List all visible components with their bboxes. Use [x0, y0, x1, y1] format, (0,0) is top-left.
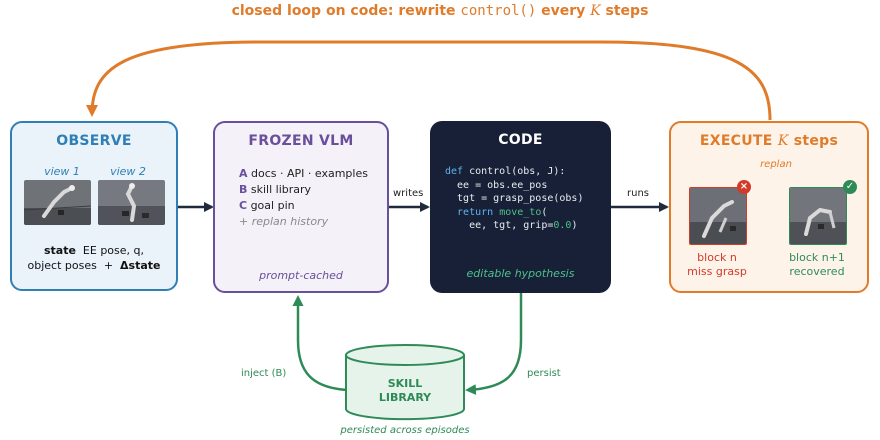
view-2-label: view 2	[110, 165, 146, 178]
code-keyword: def	[445, 166, 464, 177]
vlm-footer: prompt-cached	[259, 269, 343, 282]
code-text: tgt = grasp_pose(obs)	[445, 193, 584, 204]
execute-box: EXECUTE K steps replan × ✓ block n miss …	[669, 121, 869, 293]
view-2-image	[98, 180, 165, 225]
vlm-item-c-text: goal pin	[250, 199, 295, 212]
skill-library-caption: persisted across episodes	[340, 425, 470, 436]
vlm-item-a-text: docs · API · examples	[251, 167, 368, 180]
skill-library-line-1: SKILL	[387, 377, 423, 390]
fail-label-2: miss grasp	[687, 265, 747, 278]
state-label: state	[43, 244, 76, 257]
loop-title-mid: every	[536, 3, 591, 19]
skill-library-line-2: LIBRARY	[378, 391, 432, 404]
code-footer: editable hypothesis	[466, 267, 575, 280]
view-1-label: view 1	[44, 165, 80, 178]
state-ee-pose: EE pose, q,	[82, 244, 145, 257]
loop-title-suffix: steps	[600, 3, 649, 19]
delta-state: Δstate	[120, 259, 161, 272]
state-line-2: object poses + Δstate	[12, 259, 176, 272]
code-box: CODE def control(obs, J): ee = obs.ee_po…	[430, 121, 611, 293]
success-badge: ✓	[843, 180, 857, 194]
code-keyword: return	[445, 206, 494, 218]
code-text: ee, tgt, grip=	[445, 220, 554, 231]
code-text: )	[571, 220, 578, 231]
vlm-item-b-letter: B	[239, 183, 248, 196]
view-1-image	[24, 180, 91, 225]
vlm-item-b-text: skill library	[250, 183, 312, 196]
success-label-2: recovered	[789, 265, 845, 278]
code-function: move_to	[493, 206, 542, 218]
execute-title-var: K	[777, 133, 789, 149]
persist-label: persist	[527, 368, 561, 379]
loop-title-var: K	[590, 3, 601, 19]
observe-title: OBSERVE	[56, 133, 132, 149]
vlm-title: FROZEN VLM	[248, 133, 354, 149]
object-poses: object poses	[27, 259, 97, 272]
code-line-2: ee = obs.ee_pos	[445, 179, 583, 193]
fail-frame-image	[689, 187, 747, 245]
vlm-item-a-letter: A	[239, 167, 248, 180]
success-label-1: block n+1	[789, 251, 845, 264]
code-text: ee = obs.ee_pos	[445, 179, 548, 191]
code-line-1: def control(obs, J):	[445, 165, 583, 179]
loop-title: closed loop on code: rewrite control() e…	[0, 3, 880, 19]
plus-sign: +	[103, 259, 114, 272]
code-text: control(obs, J):	[463, 166, 566, 177]
code-text: (	[541, 206, 548, 218]
skill-library-cylinder	[345, 344, 465, 421]
code-title: CODE	[498, 132, 543, 148]
persist-arrow	[465, 293, 523, 396]
state-line-1: state EE pose, q,	[12, 244, 176, 257]
vlm-replan-history: + replan history	[239, 215, 329, 228]
execute-title-prefix: EXECUTE	[699, 133, 778, 149]
code-line-4: return move_to(	[445, 206, 583, 220]
code-block: def control(obs, J): ee = obs.ee_pos tgt…	[445, 165, 583, 233]
fail-badge: ×	[737, 180, 751, 194]
replan-label: replan	[760, 159, 792, 170]
fail-label-1: block n	[697, 251, 737, 264]
vlm-item-a: A docs · API · examples	[239, 167, 368, 180]
inject-label: inject (B)	[241, 368, 287, 379]
loop-title-prefix: closed loop on code: rewrite	[231, 3, 461, 19]
vlm-item-b: B skill library	[239, 183, 311, 196]
writes-label: writes	[393, 188, 424, 199]
vlm-item-c: C goal pin	[239, 199, 295, 212]
code-line-5: ee, tgt, grip=0.0)	[445, 219, 583, 233]
code-line-3: tgt = grasp_pose(obs)	[445, 192, 583, 206]
observe-box: OBSERVE view 1 view 2 state EE pose, q, …	[10, 121, 178, 291]
loop-title-code: control()	[460, 3, 537, 19]
success-frame-image	[789, 187, 847, 245]
runs-label: runs	[627, 188, 649, 199]
vlm-item-c-letter: C	[239, 199, 248, 212]
execute-title-suffix: steps	[788, 133, 839, 149]
inject-arrow	[292, 295, 349, 392]
code-number: 0.0	[553, 220, 572, 231]
execute-title: EXECUTE K steps	[671, 133, 867, 149]
frozen-vlm-box: FROZEN VLM A docs · API · examples B ski…	[213, 121, 389, 293]
closed-loop-arrow	[86, 40, 772, 121]
